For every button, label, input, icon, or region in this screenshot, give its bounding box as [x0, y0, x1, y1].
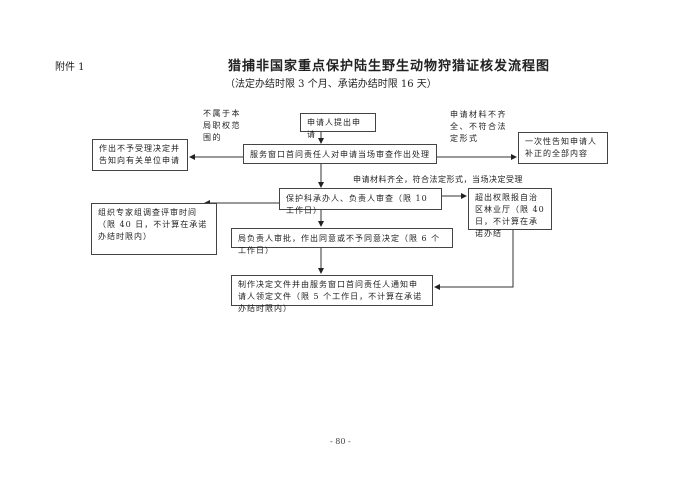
page-title: 猎捕非国家重点保护陆生野生动物狩猎证核发流程图	[228, 59, 551, 74]
edge-label-complete: 申请材料齐全，符合法定形式，当场决定受理	[353, 175, 523, 184]
node-expert-review: 组织专家组调查评审时间（限 40 日，不计算在承诺办结时限内）	[91, 203, 217, 255]
node-beyond-authority: 超出权限报自治区林业厅（限 40 日，不计算在承诺办结	[468, 188, 552, 238]
node-bureau-approval: 局负责人审批，作出同意或不予同意决定（限 6 个工作日）	[231, 228, 453, 255]
node-reject: 作出不予受理决定并告知向有关单位申请	[92, 139, 188, 171]
node-section-review: 保护科承办人、负责人审查（限 10 工作日）	[279, 188, 442, 215]
attachment-label: 附件 1	[55, 62, 85, 73]
node-window-review: 服务窗口首问责任人对申请当场审查作出处理	[243, 144, 437, 164]
arrow-beyond-to-issue	[434, 230, 514, 290]
node-apply: 申请人提出申请	[300, 113, 376, 139]
page-number: - 80 -	[330, 437, 351, 446]
edge-label-not-in-scope: 不属于本局职权范围的	[203, 109, 241, 142]
node-issue-document: 制作决定文件并由服务窗口首问责任人通知申请人领定文件（限 5 个工作日，不计算在…	[231, 275, 433, 313]
node-correction: 一次性告知申请人补正的全部内容	[518, 132, 608, 164]
page-subtitle: （法定办结时限 3 个月、承诺办结时限 16 天）	[225, 79, 437, 90]
edge-label-incomplete: 申请材料不齐全、不符合法定形式	[450, 110, 507, 143]
